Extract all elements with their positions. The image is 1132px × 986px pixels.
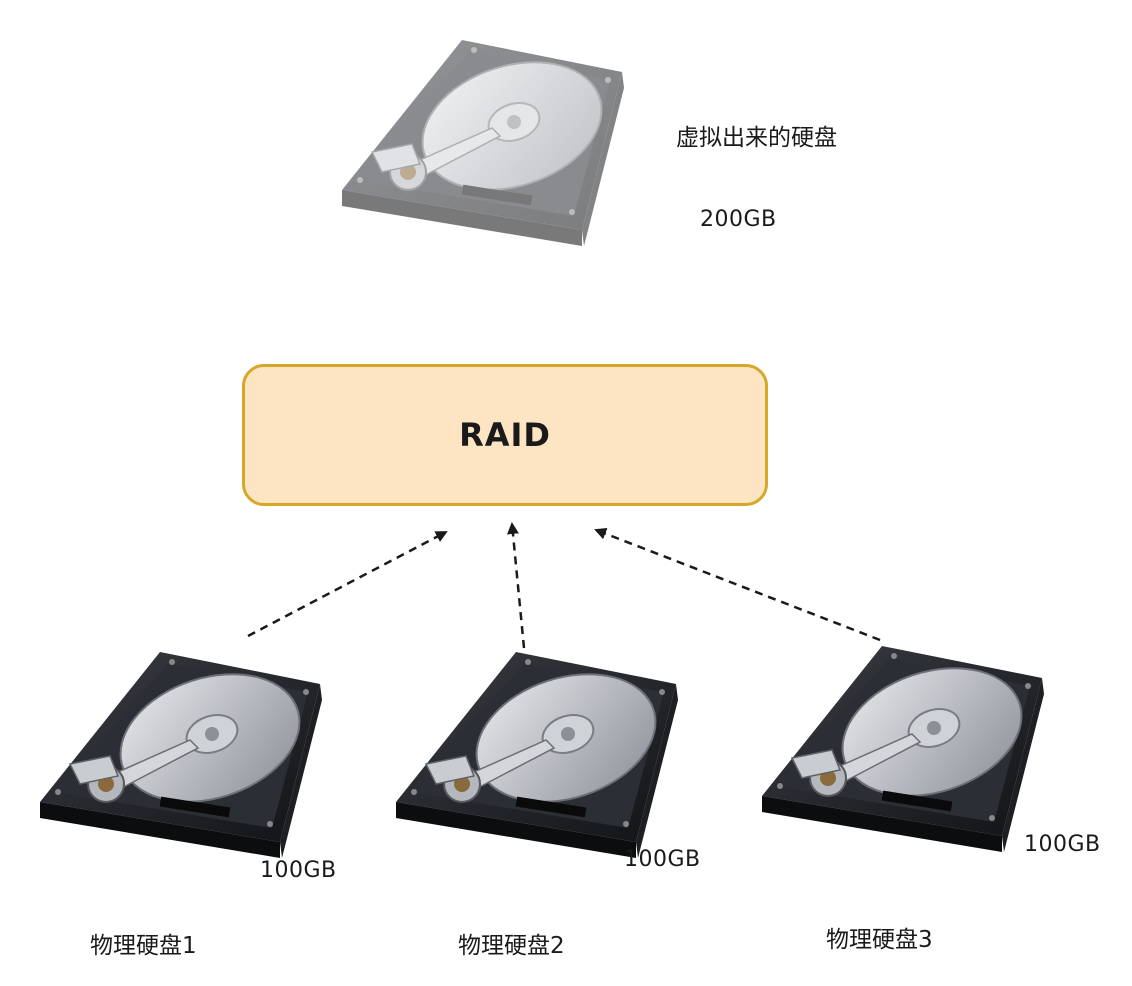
raid-label: RAID bbox=[459, 416, 551, 454]
virtual-drive-capacity: 200GB bbox=[700, 207, 777, 232]
physical-drive-3-name: 物理硬盘3 bbox=[826, 927, 933, 953]
physical-drive-1-capacity: 100GB bbox=[260, 858, 337, 883]
arrow-drive1-to-raid bbox=[247, 530, 448, 638]
virtual-drive-name: 虚拟出来的硬盘 bbox=[676, 125, 837, 151]
physical-drive-2-icon bbox=[396, 652, 686, 866]
virtual-drive-icon bbox=[342, 40, 632, 254]
arrow-drive2-to-raid bbox=[506, 522, 526, 649]
physical-drive-3-capacity: 100GB bbox=[1024, 832, 1101, 857]
physical-drive-2-capacity: 100GB bbox=[624, 847, 701, 872]
physical-drive-2-name: 物理硬盘2 bbox=[458, 933, 565, 959]
physical-drive-1-name: 物理硬盘1 bbox=[90, 933, 197, 959]
raid-box: RAID bbox=[242, 364, 768, 506]
physical-drive-3-icon bbox=[762, 646, 1052, 860]
arrow-drive3-to-raid bbox=[594, 528, 881, 642]
physical-drive-1-icon bbox=[40, 652, 330, 866]
